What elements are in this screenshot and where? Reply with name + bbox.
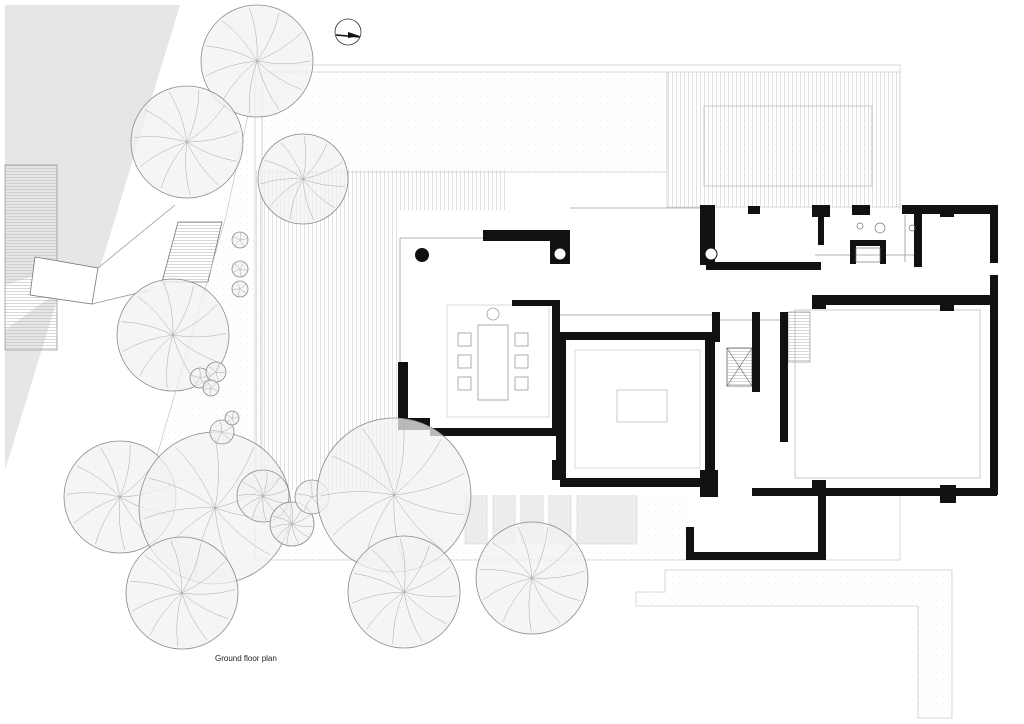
tree-canopy-icon [130,85,244,199]
tree-canopy-icon [209,419,235,445]
tree-canopy-icon [224,410,240,426]
dining-table [457,307,529,401]
walls [398,205,998,560]
tree-canopy-icon [475,521,589,635]
street-area [4,5,180,470]
tree-canopy-icon [200,4,314,118]
north-arrow-icon [334,18,362,46]
stair-icon [726,311,811,387]
tree-canopy-icon [125,536,239,650]
tree-canopy-icon [231,231,249,249]
tree-canopy-icon [205,361,227,383]
bathroom-fixtures [855,222,916,263]
tree-canopy-icon [231,280,249,298]
tree-canopy-icon [231,260,249,278]
tree-canopy-icon [116,278,230,392]
trees [63,4,589,650]
tree-canopy-icon [257,133,349,225]
tree-canopy-icon [202,379,220,397]
pool [703,105,873,187]
house-floor [400,210,995,555]
drawing-caption: Ground floor plan [215,654,277,663]
paving-slabs [464,491,638,545]
tree-canopy-icon [347,535,461,649]
lawn-boundary [635,569,953,719]
glazing-lines [399,207,981,479]
